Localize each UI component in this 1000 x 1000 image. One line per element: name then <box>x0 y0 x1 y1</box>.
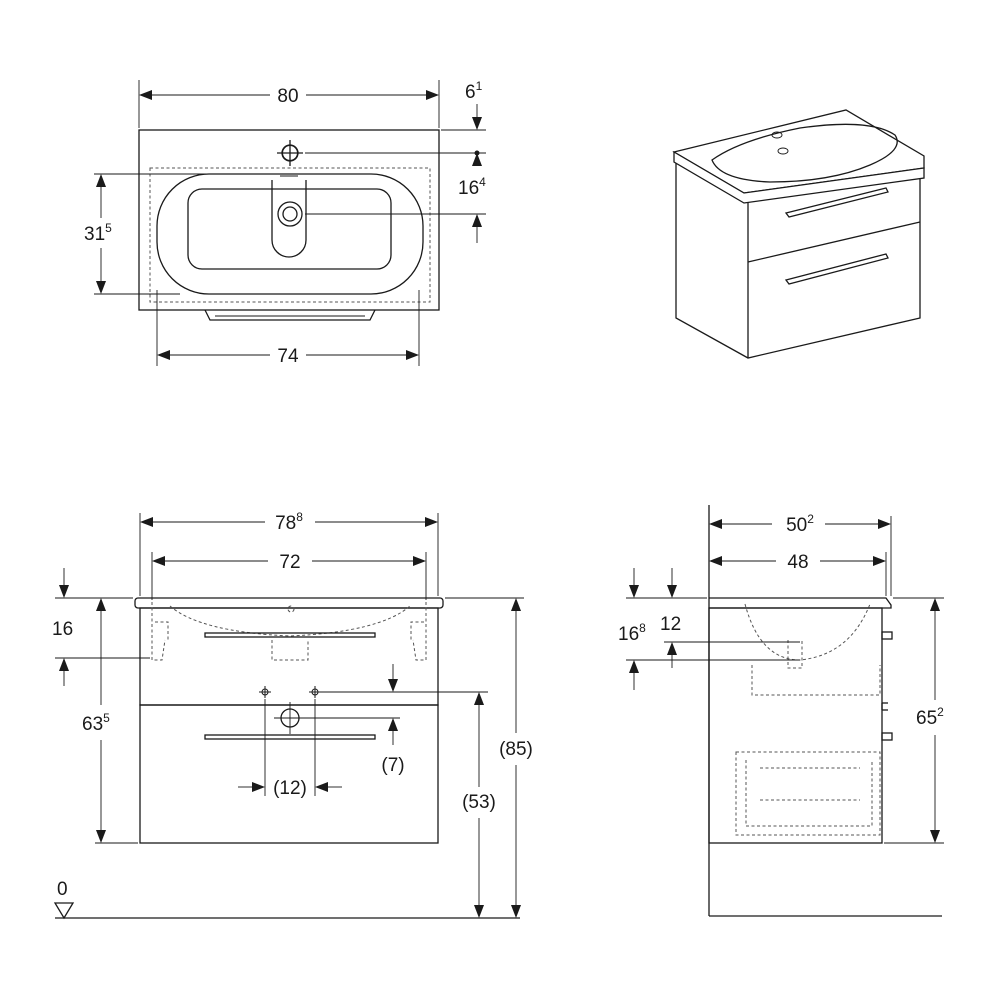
dim-label-total-height: (85) <box>499 739 533 760</box>
arrowhead <box>152 556 165 566</box>
front-view: 0 788 72 <box>52 510 533 920</box>
arrowhead <box>930 598 940 611</box>
drawer-handle-top-view <box>204 309 376 321</box>
dim-label-drain-depth: 12 <box>660 614 681 635</box>
arrowhead <box>157 350 170 360</box>
isometric-tap-hole <box>771 131 783 139</box>
arrowhead <box>139 90 152 100</box>
top-view-outline <box>138 129 440 311</box>
arrowhead <box>629 660 639 673</box>
arrowhead <box>709 556 722 566</box>
arrowhead <box>388 718 398 731</box>
side-upper-handle <box>881 631 893 640</box>
overflow-hidden <box>287 605 295 613</box>
isometric-drain <box>777 147 789 155</box>
basin-wall-hidden <box>155 621 424 640</box>
dim-label-tap-to-drain: 164 <box>458 175 486 199</box>
dim-label-width: 80 <box>277 86 298 107</box>
arrowhead <box>413 556 426 566</box>
dim-label-inner-depth: 48 <box>787 552 808 573</box>
arrowhead <box>59 585 69 598</box>
arrowhead <box>388 679 398 692</box>
dim-label-drain-height: (53) <box>462 792 496 813</box>
arrowhead <box>425 517 438 527</box>
arrowhead <box>472 214 482 227</box>
front-upper-handle <box>204 632 376 638</box>
isometric-basin <box>711 123 898 183</box>
top-view: 80 74 61 164 315 <box>84 79 486 367</box>
arrowhead <box>930 830 940 843</box>
arrowhead <box>709 519 722 529</box>
arrowhead <box>96 830 106 843</box>
arrowhead <box>96 174 106 187</box>
side-lower-drawer-hidden <box>735 751 881 836</box>
top-view-cabinet-hidden <box>149 167 431 303</box>
arrowhead <box>511 598 521 611</box>
arrowhead <box>667 585 677 598</box>
front-lower-handle <box>204 734 376 740</box>
arrowhead <box>667 642 677 655</box>
overflow-channel <box>271 180 307 258</box>
isometric-view <box>672 109 925 359</box>
drain-hidden <box>271 640 309 661</box>
dim-label-connection-spacing: (12) <box>273 778 307 799</box>
side-countertop <box>709 597 892 609</box>
basin-outer <box>156 173 424 295</box>
dim-label-overall-width: 788 <box>275 510 303 534</box>
dim-label-bowl-width: 72 <box>279 552 300 573</box>
lower-drawer <box>139 704 439 844</box>
arrowhead <box>511 905 521 918</box>
dim-label-side-unit-height: 652 <box>916 705 944 729</box>
arrowhead <box>474 905 484 918</box>
basin-bowl-hidden <box>169 605 411 637</box>
dim-label-bowl-depth: 315 <box>84 221 112 245</box>
basin-side-hidden <box>151 602 427 661</box>
side-view: 502 48 168 12 652 <box>618 505 944 917</box>
tap-hole-icon <box>277 140 303 166</box>
arrowhead <box>474 692 484 705</box>
dim-label-floor-level: 0 <box>57 879 68 900</box>
dim-label-top-thickness: 16 <box>52 619 73 640</box>
dim-label-overall-depth: 502 <box>786 512 814 536</box>
arrowhead <box>315 782 328 792</box>
arrowhead <box>878 519 891 529</box>
arrowhead <box>472 153 482 166</box>
side-lower-handle <box>881 732 893 741</box>
dim-label-inner-width: 74 <box>277 346 299 367</box>
dim-label-side-top-thickness: 168 <box>618 621 646 645</box>
arrowhead <box>252 782 265 792</box>
arrowhead <box>873 556 886 566</box>
basin-inner-bowl <box>187 188 392 270</box>
isometric-lower-handle <box>784 253 889 285</box>
side-drain-hidden <box>787 640 803 669</box>
arrowhead <box>426 90 439 100</box>
drawer-split-line <box>747 221 921 263</box>
arrowhead <box>629 585 639 598</box>
arrowhead <box>59 658 69 671</box>
arrowhead <box>96 598 106 611</box>
arrowhead <box>406 350 419 360</box>
dim-label-unit-height: 635 <box>82 711 110 735</box>
dim-label-back-offset: 61 <box>465 79 483 103</box>
side-cabinet <box>708 607 883 844</box>
countertop-edge <box>673 150 925 204</box>
side-siphon-cutout <box>751 665 881 696</box>
arrowhead <box>96 281 106 294</box>
drain-hole-outer <box>277 201 303 227</box>
water-connection-icon <box>258 685 272 699</box>
side-drawer-interior <box>760 767 860 801</box>
arrowhead <box>472 117 482 130</box>
drain-hole-inner <box>282 206 298 222</box>
side-basin-hidden <box>744 603 871 661</box>
floor-level-marker <box>53 902 75 920</box>
dim-label-drain-offset: (7) <box>381 755 404 776</box>
arrowhead <box>140 517 153 527</box>
isometric-upper-handle <box>784 187 889 218</box>
